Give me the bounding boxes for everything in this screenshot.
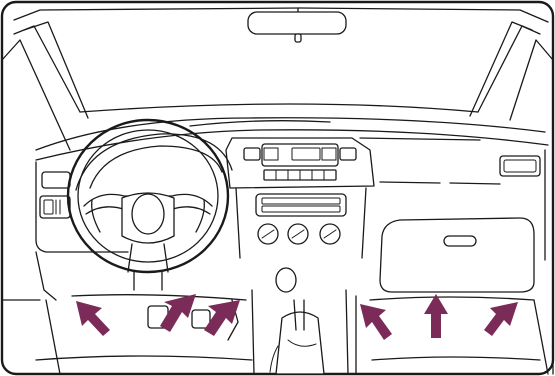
- left-side-vents: [40, 172, 70, 218]
- gear-shifter: [252, 268, 348, 374]
- glovebox: [380, 218, 534, 292]
- center-console: [226, 138, 374, 258]
- arrow-passenger-center: [424, 294, 448, 338]
- right-side-vent: [500, 156, 540, 176]
- rear-view-mirror: [248, 8, 346, 42]
- left-kick-panel: [2, 252, 56, 300]
- arrow-driver-left: [76, 301, 110, 336]
- steering-wheel: [68, 120, 228, 272]
- steering-column: [134, 272, 162, 290]
- arrow-passenger-left: [360, 304, 392, 340]
- arrow-passenger-right: [484, 302, 518, 336]
